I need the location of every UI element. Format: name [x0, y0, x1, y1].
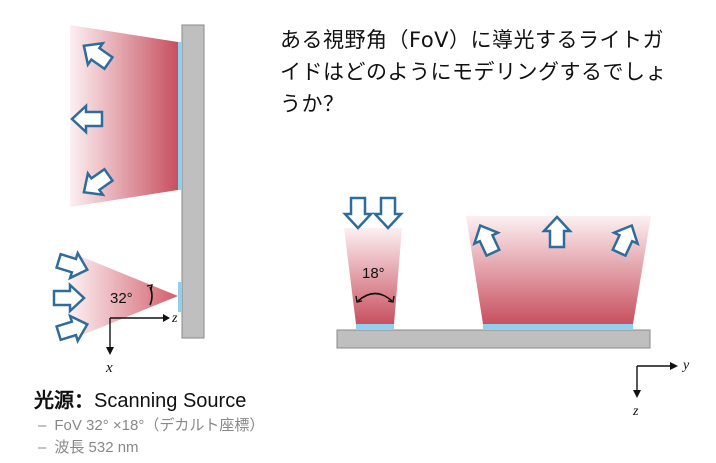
out-coupler-left [178, 42, 182, 190]
fov-angle-arc-left [149, 286, 153, 306]
spec-fov-text: FoV 32° ×18°（デカルト座標） [54, 417, 265, 434]
angle-arc-arrow-icon [146, 284, 153, 291]
fov-angle-label-right: 18° [362, 265, 385, 282]
spec-fov-dash: – [38, 417, 47, 434]
angle-arc-arrow-left-icon [355, 295, 363, 303]
question-line-3: うか？ [280, 92, 345, 116]
y-axis-arrowhead-icon [670, 362, 678, 370]
waveguide-plate-left [181, 24, 205, 339]
question-line-1: ある視野角（FoV）に導光するライトガ [280, 28, 665, 52]
spec-fov: –FoV 32° ×18°（デカルト座標） [38, 414, 264, 435]
x-axis-arrowhead-icon [106, 347, 114, 355]
spec-wavelength: –波長 532 nm [38, 436, 139, 457]
fov-angle-arc-right [357, 292, 393, 302]
z-axis-right-arrowhead-icon [633, 390, 641, 398]
x-axis-label-left: x [105, 360, 113, 376]
input-beam-left [70, 252, 178, 340]
in-coupler-right [356, 324, 394, 329]
in-coupler-left [178, 282, 182, 312]
spec-wavelength-text: 波長 532 nm [54, 439, 139, 456]
input-arrow-down-1-icon [343, 196, 373, 230]
fov-angle-label-left: 32° [110, 290, 133, 307]
z-axis-label-left: z [171, 311, 178, 326]
question-line-2: イドはどのようにモデリングするでしょ [280, 60, 667, 84]
spec-wavelength-dash: – [38, 439, 47, 456]
light-source-title-jp: 光源： [34, 388, 94, 412]
question-text: ある視野角（FoV）に導光するライトガ イドはどのようにモデリングするでしょ う… [280, 24, 690, 120]
output-beam-right [466, 216, 651, 324]
z-axis-label-right: z [632, 404, 639, 419]
light-source-title: 光源：Scanning Source [34, 384, 246, 413]
light-source-title-en: Scanning Source [94, 390, 247, 412]
input-arrow-down-2-icon [373, 196, 403, 230]
z-axis-arrowhead-icon [163, 314, 170, 322]
y-axis-label-right: y [681, 358, 690, 373]
waveguide-plate-right [336, 329, 651, 349]
angle-arc-arrow-right-icon [387, 295, 395, 303]
out-coupler-right [483, 324, 633, 329]
output-beam-left [70, 25, 178, 207]
